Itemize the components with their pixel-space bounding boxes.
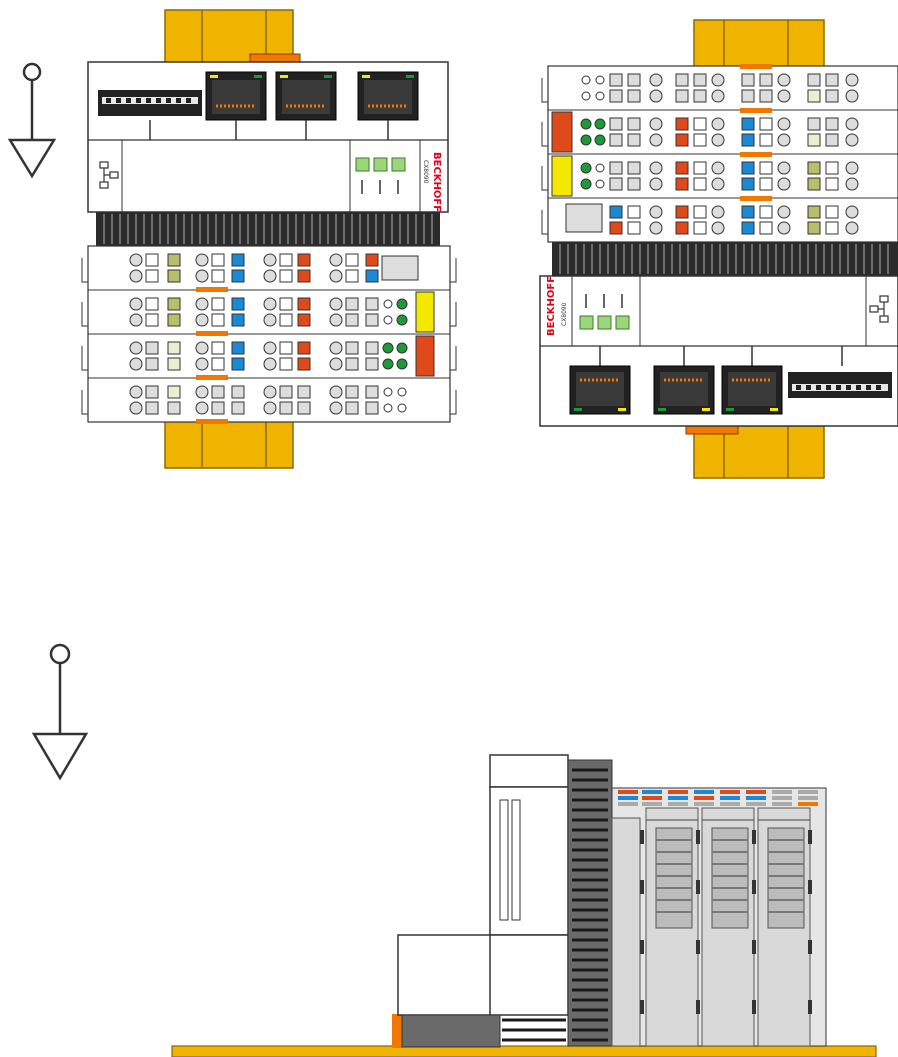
controller-normal-orientation: BECKHOFF CX8090 bbox=[81, 9, 457, 469]
brand-label: BECKHOFF bbox=[431, 152, 442, 212]
cooling-fins bbox=[552, 242, 898, 276]
io-terminals bbox=[541, 64, 898, 243]
status-leds bbox=[355, 157, 406, 194]
terminal-contacts-top bbox=[618, 790, 818, 806]
dip-switch-icon bbox=[788, 346, 892, 398]
cooling-fins bbox=[96, 212, 440, 246]
controller-rotated-orientation: BECKHOFF CX8090 bbox=[539, 19, 898, 479]
network-icon bbox=[99, 161, 119, 189]
rj45-port-icon bbox=[357, 71, 419, 140]
io-terminals bbox=[81, 245, 457, 424]
rj45-port-icon bbox=[653, 346, 715, 415]
din-rail-bottom bbox=[685, 423, 825, 479]
din-rail bbox=[171, 1045, 877, 1057]
network-icon bbox=[869, 295, 889, 323]
rj45-port-icon bbox=[275, 71, 337, 140]
ground-symbol-icon bbox=[7, 62, 57, 179]
dip-switch-icon bbox=[98, 90, 202, 116]
ground-symbol-icon bbox=[31, 643, 89, 781]
rj45-port-icon bbox=[205, 71, 267, 140]
model-label: CX8090 bbox=[561, 302, 568, 326]
brand-label: BECKHOFF bbox=[546, 276, 557, 336]
rj45-port-icon bbox=[721, 346, 783, 415]
din-rail-top bbox=[164, 9, 301, 65]
rj45-port-icon bbox=[569, 346, 631, 415]
din-rail-top bbox=[693, 19, 825, 69]
status-leds bbox=[579, 294, 630, 330]
model-label: CX8090 bbox=[422, 160, 429, 184]
din-rail-bottom bbox=[164, 419, 294, 469]
controller-side-view bbox=[171, 754, 877, 1057]
